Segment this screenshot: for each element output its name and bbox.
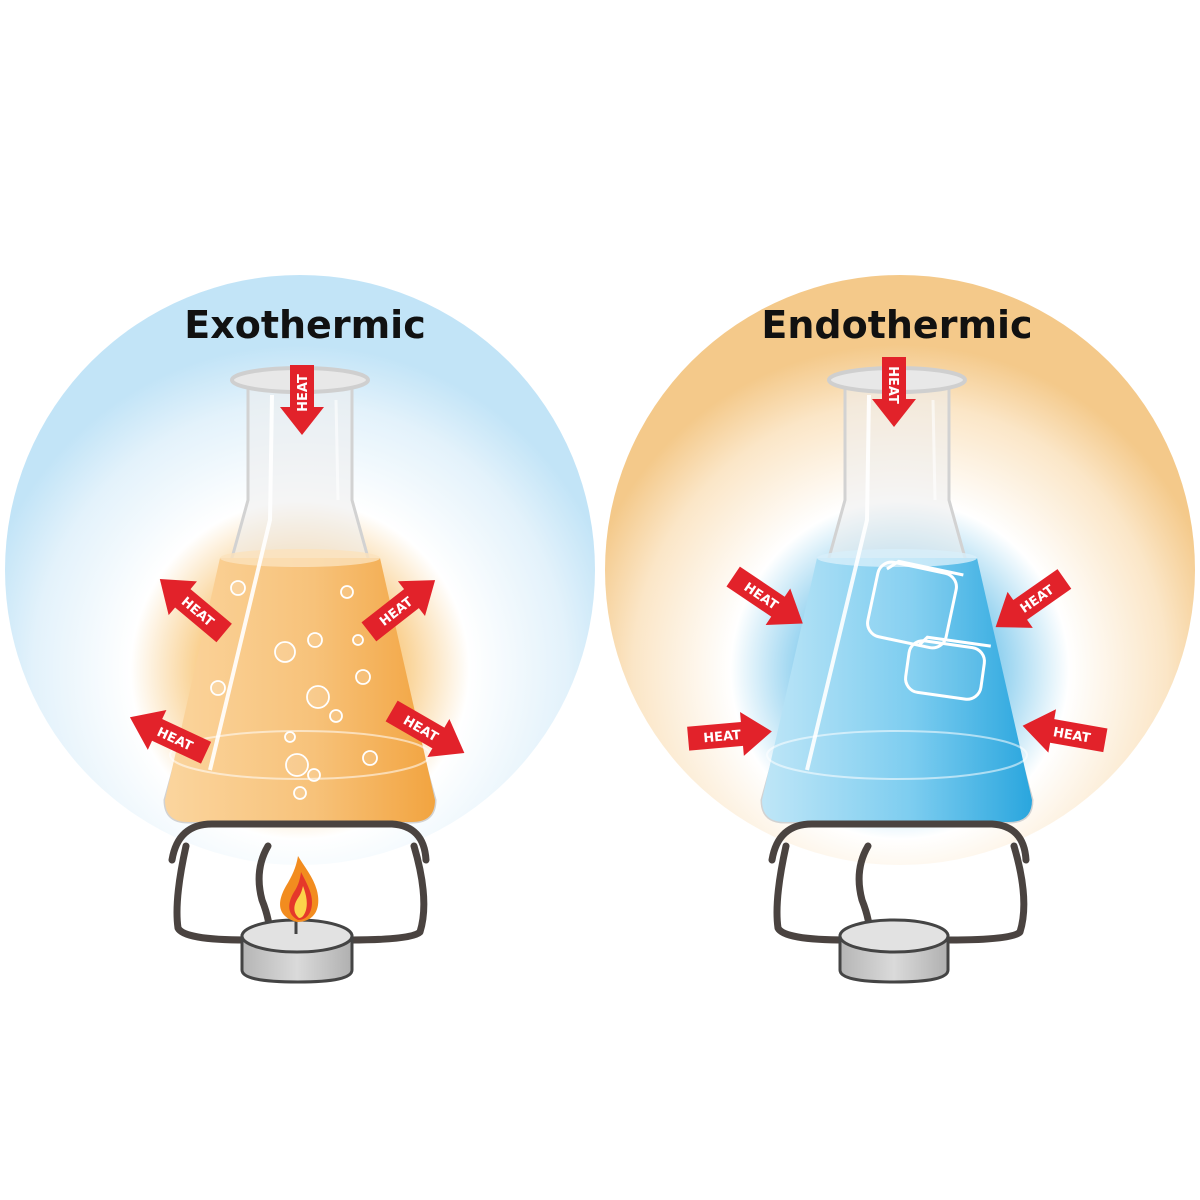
candle-icon: [838, 918, 950, 984]
bubble-icon: [307, 632, 323, 648]
bubble-icon: [307, 768, 321, 782]
heat-arrow-icon: HEAT: [687, 712, 772, 756]
ice-cube-icon: [904, 635, 991, 701]
exothermic-panel: Exothermic: [5, 275, 595, 984]
bubble-icon: [340, 585, 354, 599]
endothermic-liquid: [762, 558, 1032, 822]
bubbles: [210, 580, 378, 800]
heat-arrow-icon: HEAT: [1022, 709, 1108, 753]
flame-icon: [280, 856, 319, 922]
bubble-icon: [306, 685, 330, 709]
svg-text:HEAT: HEAT: [703, 728, 742, 746]
bubble-icon: [285, 753, 309, 777]
svg-text:HEAT: HEAT: [1052, 725, 1092, 746]
endothermic-title: Endothermic: [761, 303, 1032, 347]
heat-arrow-icon: HEAT: [872, 357, 916, 427]
svg-text:HEAT: HEAT: [296, 374, 311, 412]
bubble-icon: [284, 731, 296, 743]
bubble-icon: [355, 669, 371, 685]
endothermic-panel: Endothermic HEAT HEAT: [605, 275, 1195, 984]
bubble-icon: [293, 786, 307, 800]
bubble-icon: [230, 580, 246, 596]
ice-cube-icon: [866, 559, 964, 650]
exothermic-title: Exothermic: [184, 303, 425, 347]
bubble-icon: [210, 680, 226, 696]
bubble-icon: [329, 709, 343, 723]
erlenmeyer-flask-icon: [760, 366, 1034, 824]
bubble-icon: [274, 641, 296, 663]
bubble-icon: [362, 750, 378, 766]
candle-icon: [240, 918, 354, 984]
bubble-icon: [352, 634, 364, 646]
svg-text:HEAT: HEAT: [885, 366, 900, 404]
heat-arrow-icon: HEAT: [280, 365, 324, 435]
